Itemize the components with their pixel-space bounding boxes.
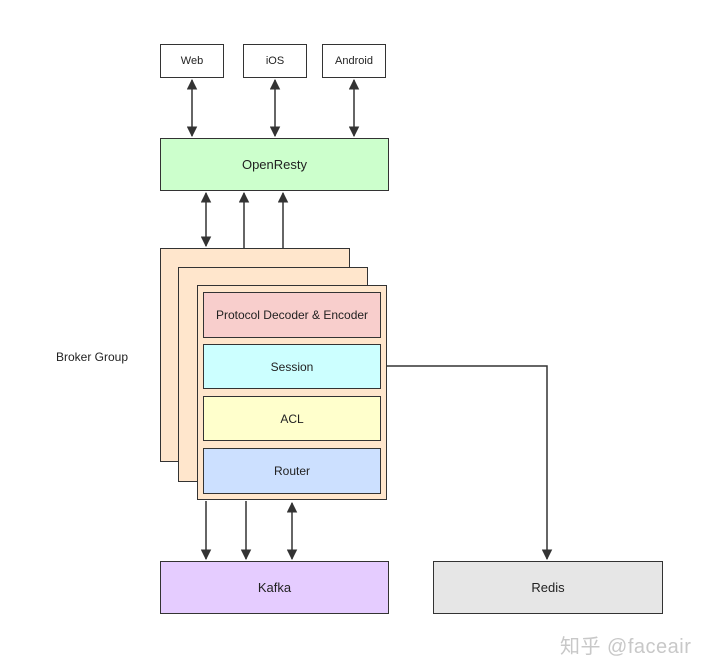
watermark: 知乎 @faceair [560,636,692,658]
acl-layer-box: ACL [203,396,381,441]
openresty-box: OpenResty [160,138,389,191]
session-layer-box: Session [203,344,381,389]
broker-group-label: Broker Group [56,350,129,364]
session-redis-connector [381,365,553,561]
ios-client-box: iOS [243,44,307,78]
web-client-box: Web [160,44,224,78]
router-layer-box: Router [203,448,381,494]
redis-box: Redis [433,561,663,614]
protocol-layer-box: Protocol Decoder & Encoder [203,292,381,338]
android-client-box: Android [322,44,386,78]
kafka-box: Kafka [160,561,389,614]
